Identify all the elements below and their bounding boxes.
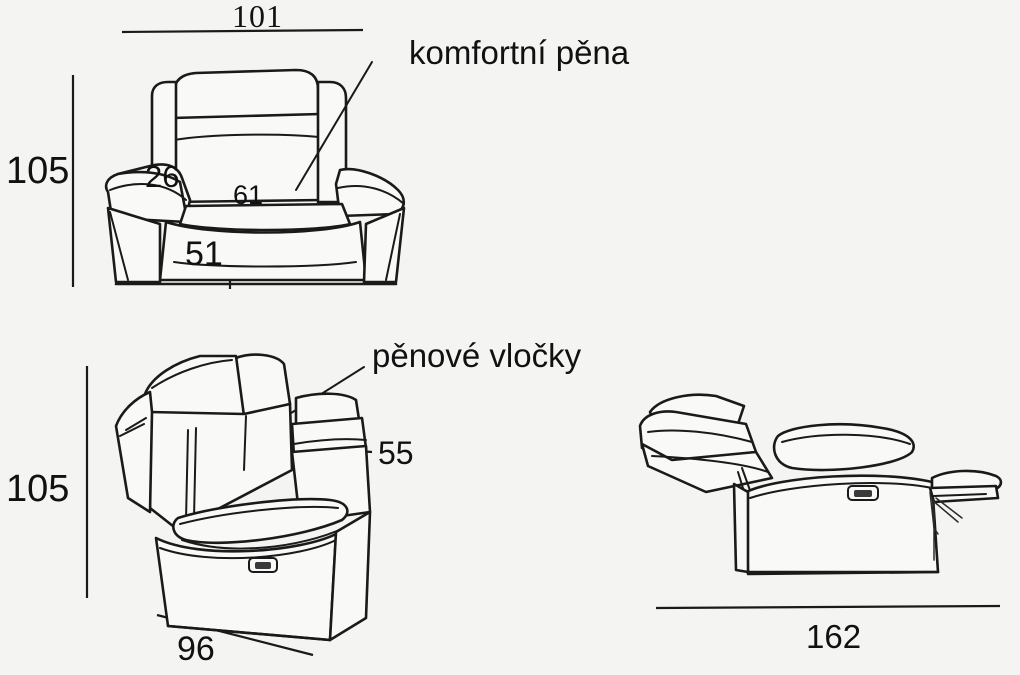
reclined-armchair-illustration: [638, 393, 1003, 576]
leader-line-comfort-foam: [295, 61, 373, 191]
callout-comfort-foam: komfortní pěna: [409, 34, 630, 71]
side-view-armchair-illustration: [114, 353, 372, 642]
dimension-label-width-101: 101: [232, 0, 283, 34]
side-arm-seam: [293, 438, 367, 445]
reclined-back-seam-b: [651, 455, 769, 473]
reclined-rear-panel: [732, 482, 750, 574]
front-left-leg-edge: [109, 211, 129, 281]
dimension-label-seat-width-61: 61: [233, 180, 264, 210]
side-back-seam-v3: [243, 415, 247, 471]
dimension-label-seat-height-51: 51: [185, 235, 223, 273]
front-base-seam: [173, 261, 357, 268]
dim-line-162: [655, 604, 1001, 610]
side-back-outer-seam2: [119, 423, 145, 437]
dimension-label-height-105-front: 105: [6, 150, 70, 192]
front-left-armrest-seam: [109, 183, 187, 201]
reclined-back-seam-a: [647, 429, 753, 443]
side-floor-line: [166, 624, 332, 642]
side-back-seam-v1: [185, 429, 189, 521]
front-backrest-seam: [173, 133, 320, 141]
reclined-mechanism-b: [931, 499, 959, 523]
front-right-leg: [362, 206, 406, 284]
front-right-armrest-seam: [337, 184, 405, 205]
front-right-leg-edge: [385, 213, 401, 281]
dimension-label-armrest-26: 26: [145, 159, 180, 194]
reclined-arm-cushion-seam: [781, 433, 911, 445]
side-base-right: [328, 510, 372, 642]
side-back-seam-v2: [193, 427, 197, 519]
reclined-arm-cushion: [772, 423, 915, 472]
reclined-body-box: [744, 474, 940, 576]
side-seat-front-edge: [181, 527, 345, 550]
front-left-leg: [106, 206, 162, 284]
reclined-footrest-seam: [933, 493, 987, 497]
dimension-label-height-105-side: 105: [6, 468, 70, 510]
dim-line-101: [121, 28, 364, 34]
dimension-label-length-162: 162: [806, 618, 862, 655]
callout-foam-flakes: pěnové vločky: [372, 337, 582, 374]
side-headrest-seam-a: [151, 359, 233, 389]
reclined-body-top-seam: [749, 482, 933, 499]
side-back-outer-seam: [125, 417, 147, 431]
dimension-label-depth-96: 96: [177, 630, 215, 668]
dimension-label-seat-depth-55: 55: [378, 435, 414, 471]
reclined-mechanism-c: [935, 497, 963, 519]
front-right-armrest: [334, 167, 406, 218]
power-switch-side: [248, 557, 278, 573]
front-seat-cushion: [178, 202, 352, 232]
side-seat-seam: [179, 505, 339, 525]
front-view-armchair-illustration: [104, 61, 406, 286]
side-seat-cushion: [172, 497, 349, 545]
side-back-outer-left: [114, 390, 154, 514]
reclined-view-dimension-lines: [655, 604, 1001, 610]
power-switch-reclined: [847, 485, 879, 501]
